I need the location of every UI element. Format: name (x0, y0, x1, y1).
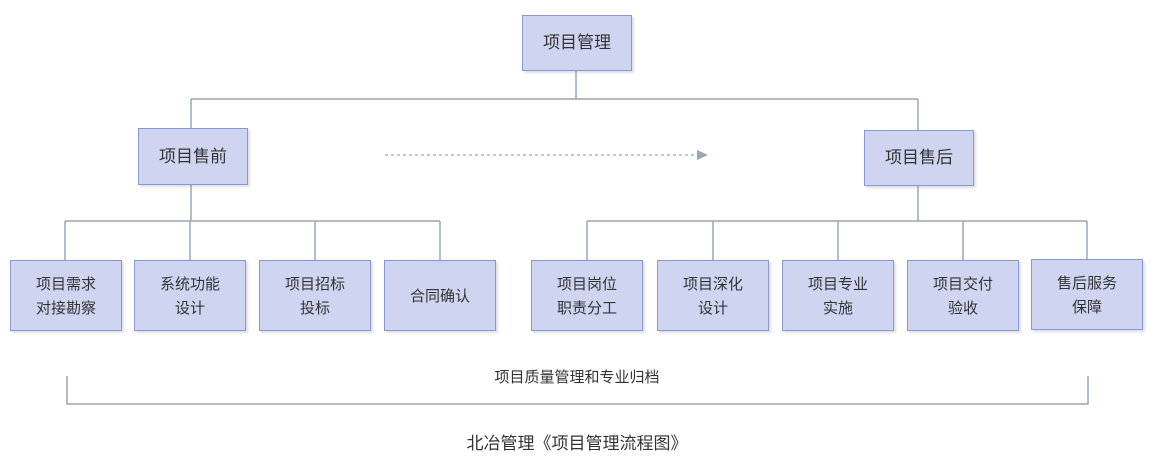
pre-sales-task-node: 系统功能 设计 (134, 260, 246, 331)
post-sales-label: 项目售后 (885, 148, 953, 168)
task-line: 项目交付 (932, 274, 993, 293)
task-line: 投标 (299, 298, 330, 317)
phase-transition-arrow (385, 150, 708, 160)
root-node: 项目管理 (522, 15, 632, 71)
task-line: 系统功能 (159, 274, 220, 293)
post-sales-task-node: 项目深化 设计 (657, 260, 769, 331)
post-sales-task-node: 项目交付 验收 (907, 260, 1019, 331)
post-sales-task-node: 项目岗位 职责分工 (531, 260, 643, 331)
pre-sales-task-node: 项目需求 对接勘察 (10, 260, 122, 331)
task-line: 实施 (822, 298, 853, 317)
post-sales-node: 项目售后 (864, 130, 974, 186)
task-line: 项目深化 (682, 274, 743, 293)
task-line: 设计 (697, 298, 728, 317)
task-line: 合同确认 (409, 286, 470, 305)
pre-sales-node: 项目售前 (138, 128, 248, 185)
task-line: 项目招标 (284, 274, 345, 293)
task-line: 保障 (1071, 297, 1102, 316)
post-sales-task-node: 售后服务 保障 (1031, 259, 1143, 330)
task-line: 设计 (174, 298, 205, 317)
task-line: 验收 (947, 298, 978, 317)
pre-sales-label: 项目售前 (159, 146, 227, 167)
task-line: 对接勘察 (35, 298, 96, 317)
pre-sales-task-node: 合同确认 (384, 260, 496, 331)
task-line: 售后服务 (1056, 273, 1117, 292)
task-line: 项目专业 (807, 274, 868, 293)
bracket-label: 项目质量管理和专业归档 (494, 368, 660, 386)
diagram-caption: 北冶管理《项目管理流程图》 (466, 434, 688, 454)
quality-bracket (66, 376, 1089, 405)
pre-sales-task-node: 项目招标 投标 (259, 260, 371, 331)
task-line: 职责分工 (556, 298, 617, 317)
task-line: 项目需求 (35, 274, 96, 293)
root-node-label: 项目管理 (543, 33, 611, 53)
arrowhead-icon (697, 150, 708, 160)
post-sales-task-node: 项目专业 实施 (782, 260, 894, 331)
task-line: 项目岗位 (556, 274, 617, 293)
